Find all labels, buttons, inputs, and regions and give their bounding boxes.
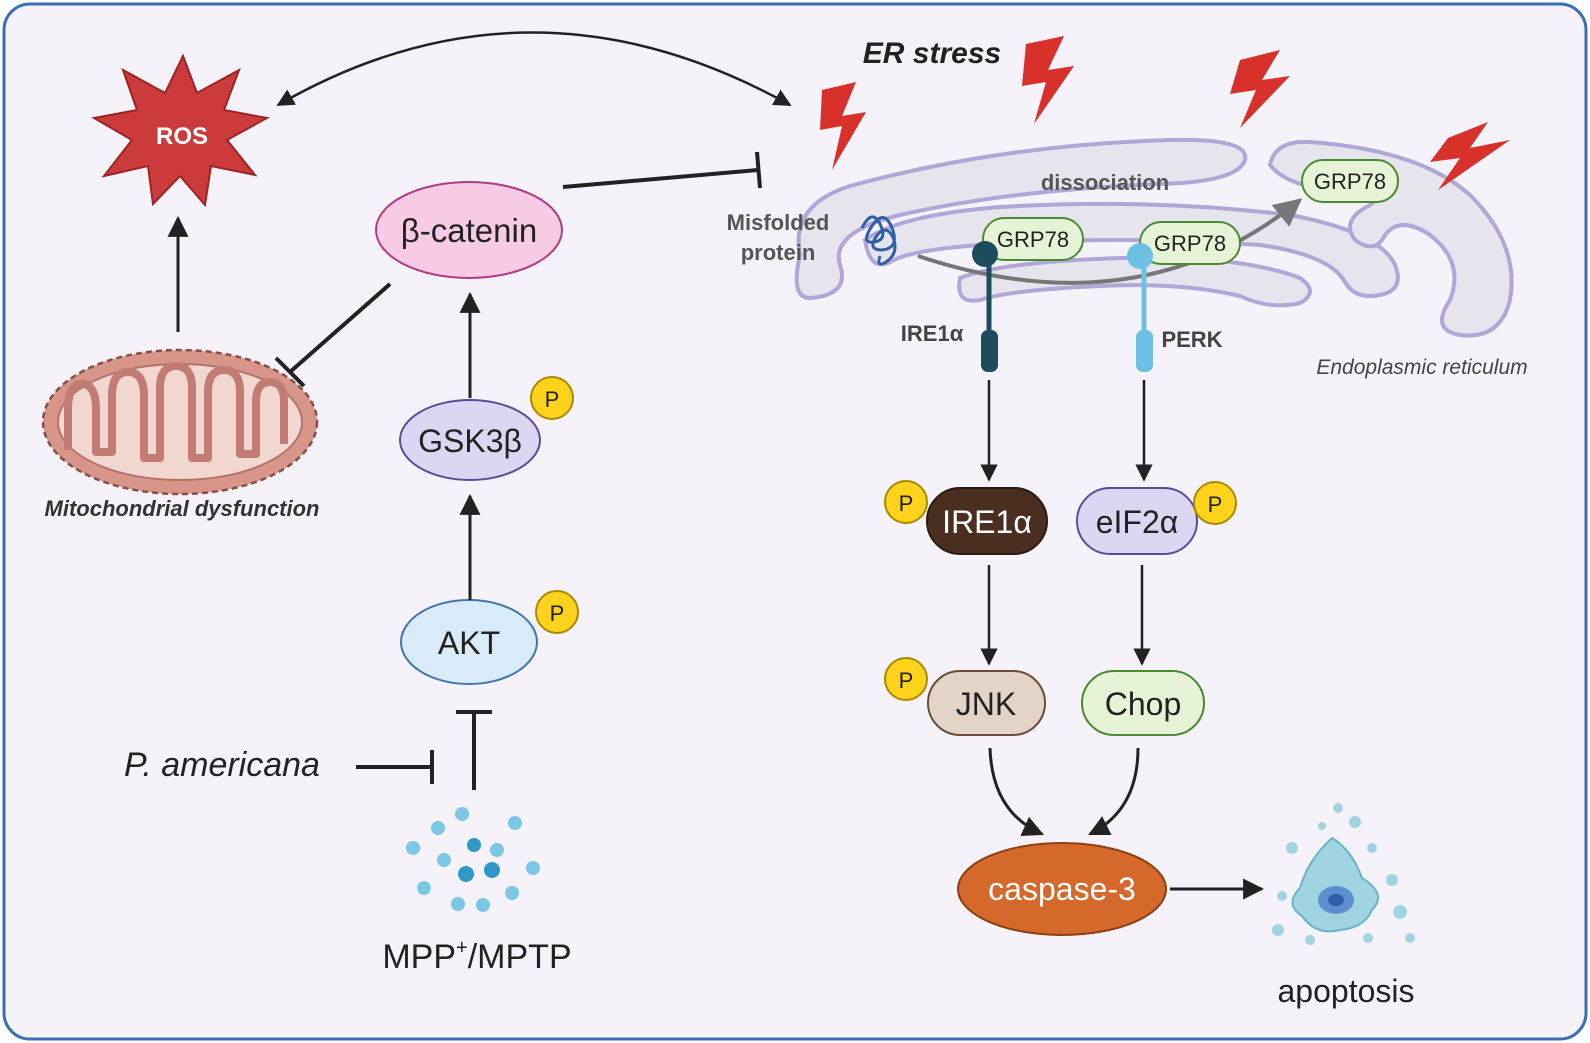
beta-catenin-inhibits-er <box>562 151 762 189</box>
chop-to-caspase-arrow <box>1088 747 1140 836</box>
svg-text:P: P <box>899 491 914 516</box>
eif2a-node: eIF2α <box>1076 487 1198 555</box>
gsk3b-node: GSK3β <box>399 399 541 481</box>
svg-text:P: P <box>899 668 914 693</box>
apoptosis-label: apoptosis <box>1278 973 1415 1009</box>
akt-phospho-badge: P <box>535 590 579 634</box>
chop-label: Chop <box>1105 686 1182 722</box>
grp78-pill-perk: GRP78 <box>1139 221 1241 265</box>
ire1a-receptor-icon <box>972 241 998 372</box>
ros-er-double-arrow <box>276 31 792 107</box>
perk-receptor-icon <box>1127 243 1153 372</box>
akt-label: AKT <box>438 625 500 661</box>
mitochondrion-icon <box>41 348 319 496</box>
ire1a-receptor-label: IRE1α <box>901 321 964 346</box>
ire1a-phospho-badge: P <box>884 480 928 524</box>
apoptotic-cell-icon <box>1272 803 1415 945</box>
gsk3b-label: GSK3β <box>418 423 522 459</box>
lightning-bolt-icon <box>820 36 1510 190</box>
svg-text:P: P <box>1208 492 1223 517</box>
dissociation-arrow <box>917 198 1303 285</box>
grp78-pill-top: GRP78 <box>1301 159 1399 203</box>
mpp-mptp-label: MPP+/MPTP <box>382 937 571 976</box>
er-label: Endoplasmic reticulum <box>1316 356 1527 379</box>
svg-text:GRP78: GRP78 <box>1154 231 1226 256</box>
ire1a-label: IRE1α <box>942 504 1032 540</box>
er-stress-label: ER stress <box>863 37 1001 70</box>
beta-catenin-inhibits-mito <box>274 282 392 388</box>
chop-node: Chop <box>1081 670 1205 736</box>
gsk3b-phospho-badge: P <box>530 376 574 420</box>
svg-text:P: P <box>545 387 560 412</box>
eif2a-label: eIF2α <box>1096 504 1179 540</box>
eif2a-phospho-badge: P <box>1193 481 1237 525</box>
akt-node: AKT <box>400 599 538 685</box>
svg-text:GRP78: GRP78 <box>1314 169 1386 194</box>
misfolded-label-line2: protein <box>741 240 816 265</box>
caspase3-node: caspase-3 <box>957 842 1167 936</box>
p-americana-inhibition <box>356 750 434 784</box>
jnk-phospho-badge: P <box>884 657 928 701</box>
mpp-inhibits-akt <box>456 710 492 790</box>
ire1a-node: IRE1α <box>926 487 1048 555</box>
grp78-pill-ire1: GRP78 <box>982 217 1084 261</box>
jnk-to-caspase-arrow <box>988 747 1044 836</box>
beta-catenin-node: β-catenin <box>375 181 563 279</box>
ros-label: ROS <box>156 123 208 150</box>
caspase3-label: caspase-3 <box>988 871 1136 907</box>
mito-label: Mitochondrial dysfunction <box>45 496 320 521</box>
p-americana-label: P. americana <box>124 746 320 784</box>
svg-text:GRP78: GRP78 <box>997 227 1069 252</box>
misfolded-protein-icon <box>860 215 897 266</box>
misfolded-label-line1: Misfolded <box>727 210 830 235</box>
perk-receptor-label: PERK <box>1161 327 1222 352</box>
ros-starburst-icon: ROS <box>91 53 270 208</box>
beta-catenin-label: β-catenin <box>401 212 537 249</box>
dissociation-label: dissociation <box>1041 170 1169 195</box>
svg-text:P: P <box>550 601 565 626</box>
jnk-node: JNK <box>927 670 1046 736</box>
jnk-label: JNK <box>956 686 1016 722</box>
mpp-molecules-icon <box>406 807 540 912</box>
